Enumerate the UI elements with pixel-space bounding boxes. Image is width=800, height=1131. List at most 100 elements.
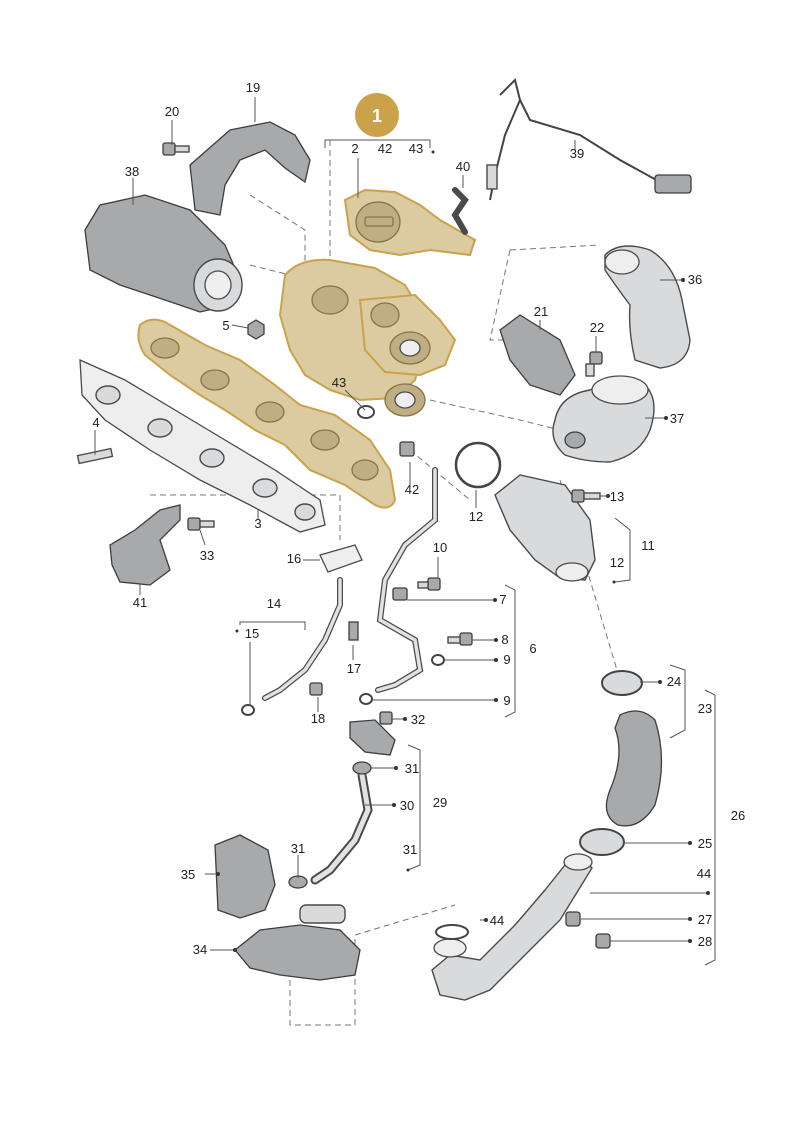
callout-27: 27 [698,912,712,927]
bolt-8[interactable] [447,632,473,646]
bolt-18[interactable] [309,682,323,696]
callout-20: 20 [165,104,179,119]
bolt-28[interactable] [595,933,611,949]
callout-12-group: 12 [610,555,624,570]
callout-26: 26 [731,808,745,823]
bolt-13[interactable] [571,489,601,503]
callout-25: 25 [698,836,712,851]
oil-return-line[interactable] [262,577,343,701]
catalytic-converter[interactable] [84,194,243,313]
callout-10: 10 [433,540,447,555]
clamp-24[interactable] [601,670,643,696]
callout-5: 5 [222,318,229,333]
seal-9b[interactable] [359,693,373,705]
callout-42: 42 [405,482,419,497]
intake-pipe-36[interactable] [604,245,691,369]
callout-9-upper: 9 [503,652,510,667]
callout-31-upper: 31 [405,761,419,776]
bracket-41[interactable] [109,504,181,586]
clamp-31a[interactable] [352,761,372,775]
callout-3: 3 [254,516,261,531]
callout-30: 30 [400,798,414,813]
leader-dots [216,150,710,952]
seal-ring-12[interactable] [454,441,502,489]
pipe-11[interactable] [494,474,596,582]
callout-12-ring: 12 [469,509,483,524]
badge-number: 1 [372,106,382,126]
seal-ring-44[interactable] [435,924,469,940]
gasket-3[interactable] [79,358,326,533]
coolant-hose-30[interactable] [310,770,373,885]
callout-14: 14 [267,596,281,611]
callout-11: 11 [641,538,655,553]
callout-33: 33 [200,548,214,563]
callout-42-top: 42 [378,141,392,156]
callout-7: 7 [499,592,506,607]
fitting-7[interactable] [392,587,408,601]
callout-23: 23 [698,701,712,716]
callout-6: 6 [529,641,536,656]
callouts: 2 42 43 19 20 38 39 40 36 5 21 22 43 37 … [92,80,745,957]
heat-shield[interactable] [189,121,311,216]
callout-31-hose: 31 [291,841,305,856]
callout-41: 41 [133,595,147,610]
callout-16: 16 [287,551,301,566]
coolant-housing-34[interactable] [234,904,361,981]
elbow-pipe-37[interactable] [552,375,655,463]
bracket-29[interactable] [349,719,396,756]
callout-37: 37 [670,411,684,426]
exhaust-temperature-sensor[interactable] [486,78,692,201]
callout-28: 28 [698,934,712,949]
callout-22: 22 [590,320,604,335]
callout-39: 39 [570,146,584,161]
callout-18: 18 [311,711,325,726]
bolt-22[interactable] [585,351,603,377]
oil-supply-line[interactable] [375,467,438,693]
callout-24: 24 [667,674,681,689]
flange-16[interactable] [319,544,363,573]
bracket-21[interactable] [499,314,576,396]
leader-lines [94,97,716,966]
callout-19: 19 [246,80,260,95]
callout-13: 13 [610,489,624,504]
callout-44-right: 44 [697,866,711,881]
banjo-bolt-42[interactable] [399,441,415,457]
callout-43: 43 [332,375,346,390]
callout-29: 29 [433,795,447,810]
callout-31-lower: 31 [403,842,417,857]
callout-32: 32 [411,712,425,727]
assembly-badge: 1 [355,93,399,137]
callout-9-lower: 9 [503,693,510,708]
bolt-27[interactable] [565,911,581,927]
callout-38: 38 [125,164,139,179]
bolt-33[interactable] [187,517,215,531]
bolt-20[interactable] [162,142,190,156]
callout-4: 4 [92,415,99,430]
bolt-17[interactable] [348,621,359,641]
clamp-25[interactable] [579,828,625,856]
vacuum-pipe-40[interactable] [451,187,469,235]
callout-2: 2 [351,141,358,156]
stud-4[interactable] [76,447,114,465]
nut-5[interactable] [247,319,265,340]
callout-43-top: 43 [409,141,423,156]
seal-ring-43[interactable] [357,405,375,419]
callout-17: 17 [347,661,361,676]
callout-8: 8 [501,632,508,647]
seal-15[interactable] [241,704,255,716]
callout-40: 40 [456,159,470,174]
coolant-flange-35[interactable] [214,834,276,919]
boost-hose-23[interactable] [605,710,663,827]
callout-21: 21 [534,304,548,319]
callout-35: 35 [181,867,195,882]
seal-9a[interactable] [431,654,445,666]
callout-44: 44 [490,913,504,928]
callout-34: 34 [193,942,207,957]
bolt-32[interactable] [379,711,393,725]
bolt-10[interactable] [417,577,441,591]
turbocharger-assembly[interactable] [137,188,477,509]
charge-pipe-26[interactable] [431,853,593,1001]
callout-15: 15 [245,626,259,641]
